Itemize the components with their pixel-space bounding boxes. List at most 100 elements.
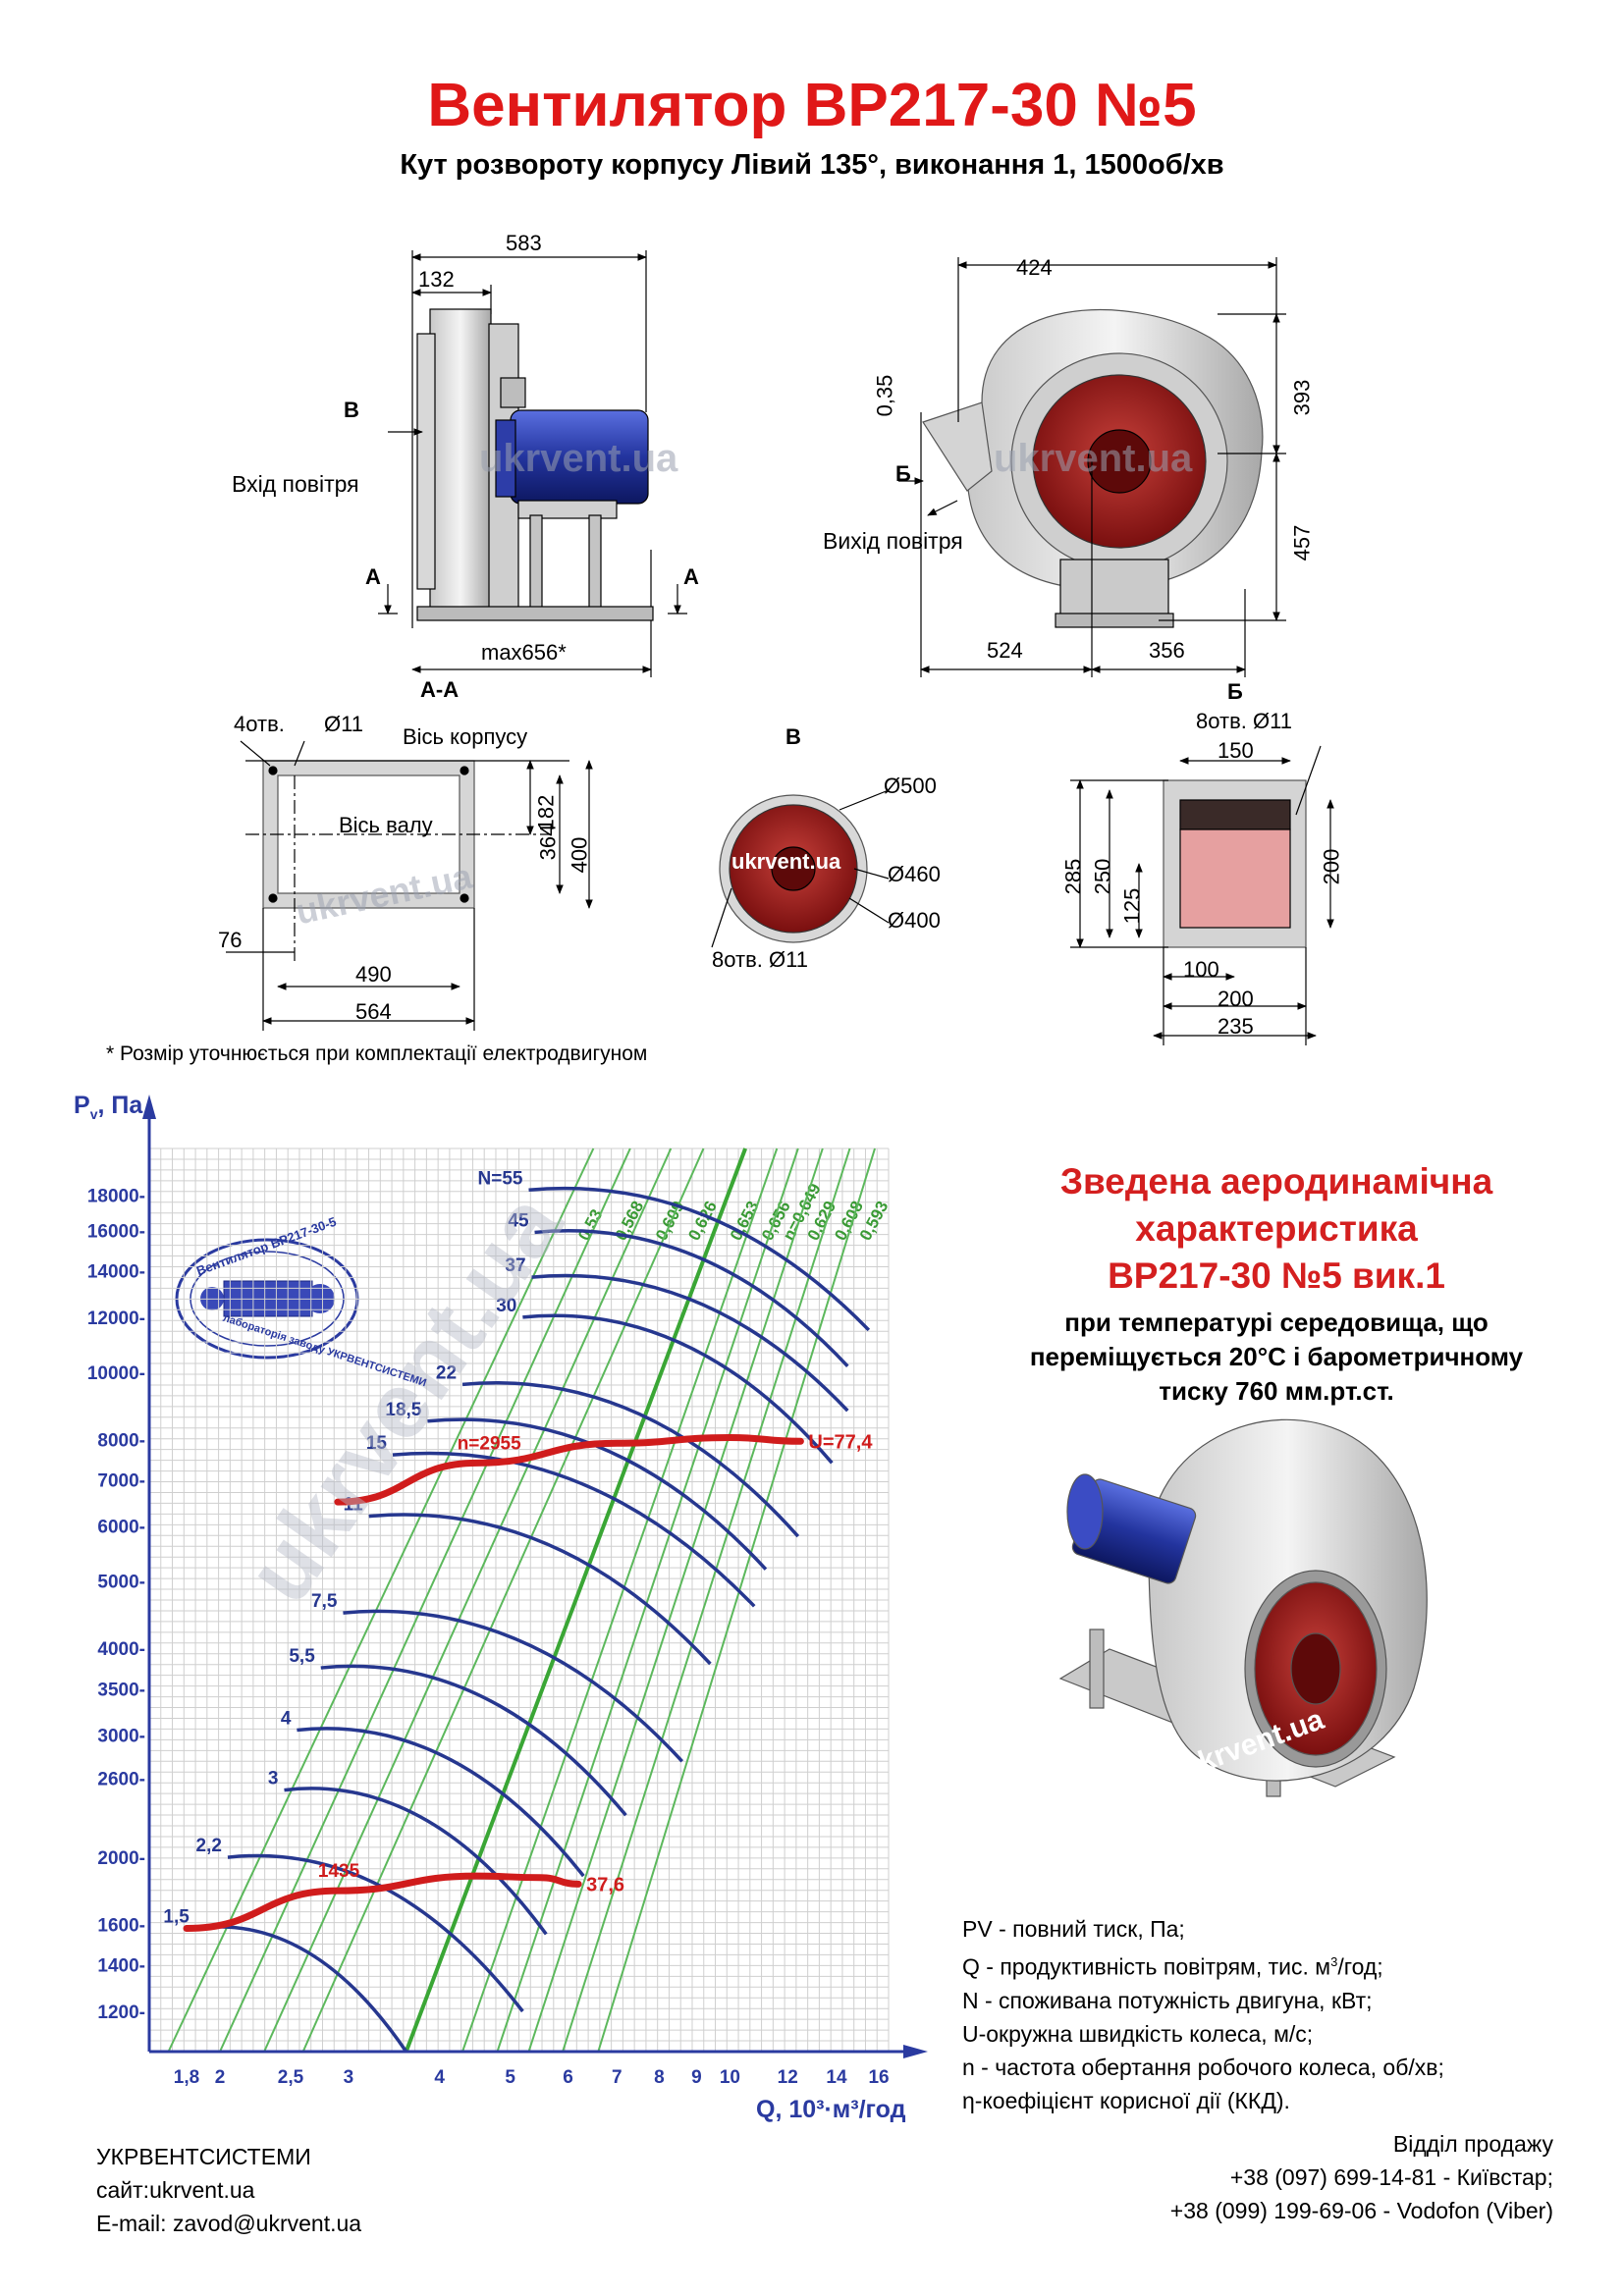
y-tick-label: 14000- — [87, 1262, 145, 1283]
chart-grid — [148, 1148, 890, 2053]
dim-100: 100 — [1183, 957, 1219, 982]
label-a-right: А — [683, 564, 699, 589]
section-aa-drawing — [226, 740, 593, 1031]
efficiency-line — [562, 1148, 851, 2053]
y-tick-label: 6000- — [97, 1518, 145, 1538]
view-bb-title: Б — [1227, 679, 1243, 704]
power-curve — [427, 1417, 768, 1571]
label-a-left: А — [365, 564, 381, 589]
sales-phone-2[interactable]: +38 (099) 199-69-06 - Vodofon (Viber) — [1169, 2198, 1553, 2223]
x-axis-arrow — [903, 2045, 928, 2058]
speed-curve — [334, 1433, 804, 1506]
legend-rpm: n - частота обертання робочого колеса, о… — [962, 2054, 1444, 2080]
x-tick-label: 2,5 — [278, 2067, 304, 2088]
company-email[interactable]: E-mail: zavod@ukrvent.ua — [96, 2211, 362, 2236]
power-label: 15 — [366, 1433, 388, 1454]
power-label: 7,5 — [311, 1591, 338, 1612]
x-tick-label: 4 — [434, 2067, 445, 2088]
x-tick-label: 1,8 — [174, 2067, 199, 2088]
x-tick-label: 6 — [563, 2067, 573, 2088]
speed-end-label: 37,6 — [586, 1874, 624, 1896]
power-curve — [297, 1727, 585, 1878]
efficiency-line — [597, 1148, 876, 2053]
y-axis-arrow — [142, 1095, 156, 1119]
chart-speed-curves: U=77,4 n=2955 37,6 1435 — [183, 1431, 873, 1933]
sales-phone-1[interactable]: +38 (097) 699-14-81 - Київстар; — [1229, 2164, 1553, 2190]
y-tick-label: 5000- — [97, 1573, 145, 1593]
y-tick-label: 12000- — [87, 1308, 145, 1329]
power-label: 45 — [508, 1210, 529, 1231]
y-tick-label: 10000- — [87, 1363, 145, 1384]
y-tick-label: 4000- — [97, 1639, 145, 1660]
view-b-holes: 8отв. Ø11 — [712, 947, 808, 972]
dim-150: 150 — [1218, 738, 1254, 763]
air-outlet-label: Вихід повітря — [823, 528, 963, 554]
dim-583: 583 — [506, 231, 542, 255]
chart-heading-line3: ВР217-30 №5 вик.1 — [1108, 1255, 1445, 1296]
chart-conditions-2: переміщується 20°С і барометричному — [1029, 1342, 1524, 1371]
y-tick-label: 1400- — [97, 1956, 145, 1977]
y-tick-label: 16000- — [87, 1222, 145, 1243]
power-label: 30 — [496, 1296, 516, 1316]
power-curve — [284, 1787, 548, 1936]
chart-legend: PV - повний тиск, Па; Q - продуктивність… — [962, 1912, 1444, 2117]
axis-body-label: Вісь корпусу — [403, 724, 528, 749]
section-aa-hole-d: Ø11 — [324, 712, 363, 736]
dim-132: 132 — [418, 267, 455, 292]
x-tick-label: 8 — [654, 2067, 665, 2088]
chart-heading-line2: характеристика — [1135, 1208, 1418, 1249]
legend-n: N - споживана потужність двигуна, кВт; — [962, 1987, 1373, 2013]
d400-label: Ø400 — [888, 908, 941, 933]
power-label: N=55 — [478, 1168, 523, 1189]
x-tick-label: 5 — [505, 2067, 515, 2088]
power-label: 22 — [436, 1362, 457, 1383]
y-tick-label: 18000- — [87, 1186, 145, 1206]
x-tick-label: 10 — [720, 2067, 740, 2088]
side-view-drawing — [378, 250, 687, 677]
sales-block: Відділ продажу +38 (097) 699-14-81 - Киї… — [1170, 2127, 1553, 2227]
power-curve — [320, 1664, 627, 1817]
y-tick-label: 3000- — [97, 1727, 145, 1747]
view-bb-drawing — [1070, 745, 1334, 1045]
speed-end-label: U=77,4 — [808, 1431, 873, 1453]
y-tick-label: 1200- — [97, 2002, 145, 2023]
power-curve — [368, 1513, 712, 1666]
dim-200-h: 200 — [1218, 987, 1254, 1011]
dim-235: 235 — [1218, 1014, 1254, 1039]
page-title: Вентилятор ВР217-30 №5 — [427, 72, 1197, 139]
company-site[interactable]: сайт:ukrvent.ua — [96, 2177, 255, 2203]
legend-eta: η-коефіцієнт корисної дії (ККД). — [962, 2087, 1290, 2113]
fan-photo — [1058, 1418, 1428, 1797]
efficiency-line — [167, 1148, 595, 2053]
chart-heading-line1: Зведена аеродинамічна — [1059, 1161, 1493, 1201]
speed-label: n=2955 — [458, 1433, 521, 1454]
power-curve — [534, 1229, 849, 1367]
x-tick-label: 9 — [691, 2067, 702, 2088]
view-b-drawing — [711, 789, 890, 948]
power-label: 4 — [281, 1709, 292, 1730]
side-view-watermark: ukrvent.ua — [479, 437, 678, 480]
speed-label: 1435 — [318, 1861, 360, 1882]
power-curve — [522, 1313, 834, 1465]
x-tick-label: 2 — [215, 2067, 226, 2088]
power-label: 37 — [505, 1255, 525, 1276]
x-tick-label: 7 — [612, 2067, 623, 2088]
y-tick-label: 8000- — [97, 1430, 145, 1451]
sales-title: Відділ продажу — [1392, 2131, 1553, 2157]
section-aa-title: А-А — [420, 677, 460, 702]
power-label: 3 — [268, 1769, 279, 1789]
company-name: УКРВЕНТСИСТЕМИ — [96, 2144, 311, 2169]
power-curve — [392, 1451, 756, 1608]
chart-heading: Зведена аеродинамічна характеристика ВР2… — [884, 1158, 1624, 1300]
x-tick-label: 3 — [344, 2067, 354, 2088]
label-b-arrow: В — [344, 398, 359, 422]
power-label: 2,2 — [196, 1836, 222, 1856]
chart-conditions-1: при температурі середовища, що — [1064, 1308, 1489, 1337]
y-axis-label: Pv, Па — [74, 1092, 143, 1122]
dim-76: 76 — [218, 928, 243, 952]
power-curve — [528, 1186, 871, 1332]
y-tick-label: 3500- — [97, 1680, 145, 1700]
efficiency-line — [301, 1148, 705, 2053]
efficiency-line — [263, 1148, 673, 2053]
